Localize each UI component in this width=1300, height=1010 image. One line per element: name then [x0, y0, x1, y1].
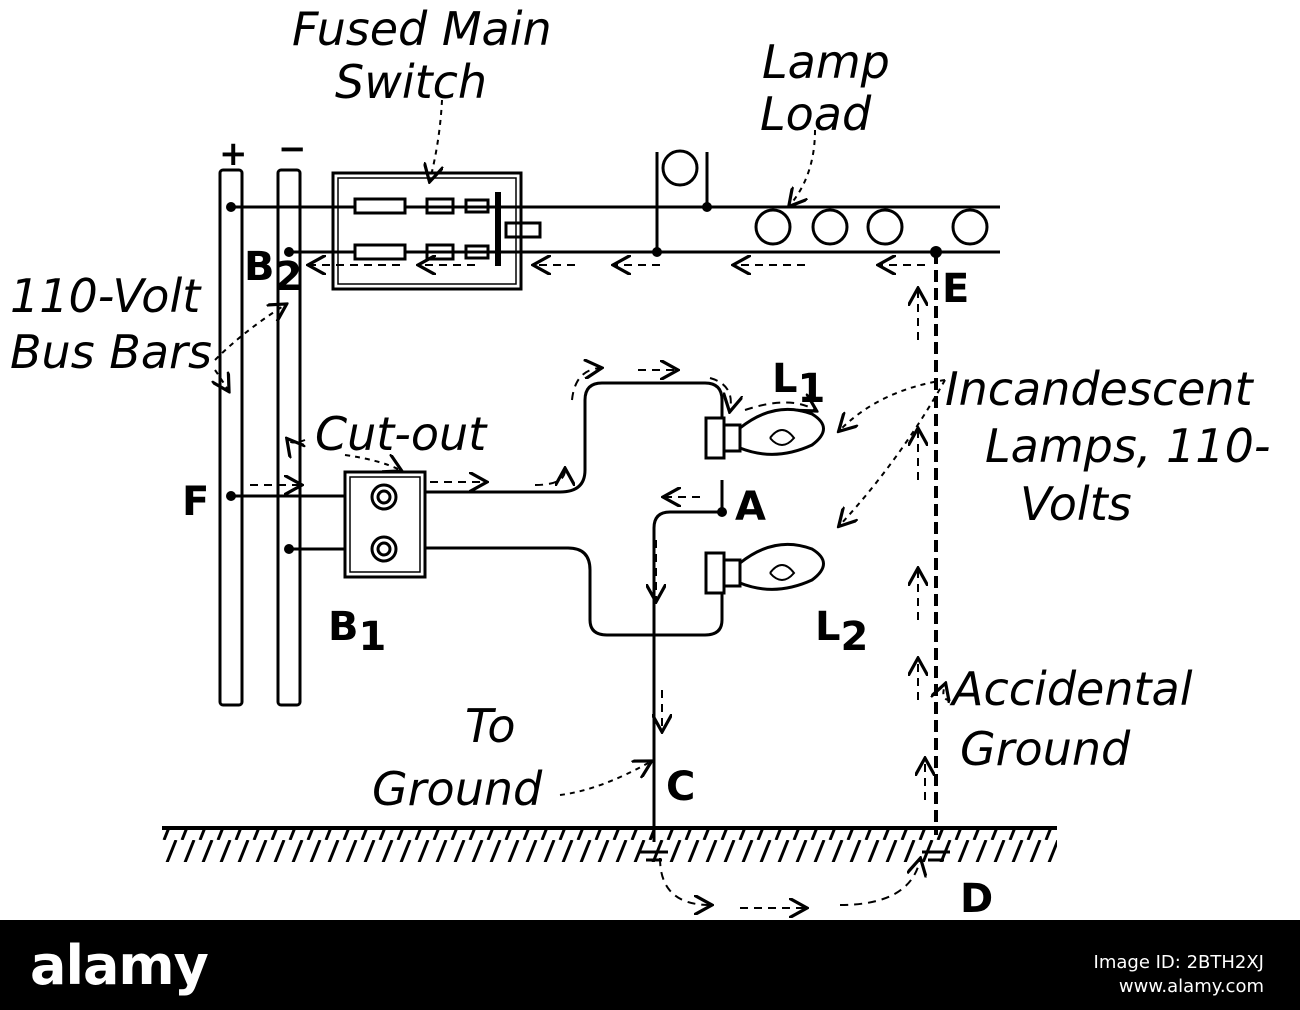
point-C-label: C	[666, 764, 695, 810]
lamp-L2-label: L2	[815, 604, 868, 660]
leader-lines	[215, 99, 950, 796]
plus-sign: +	[219, 134, 248, 174]
lamp-load-label-2: Load	[760, 87, 872, 141]
lamp-load-lamp	[951, 208, 989, 246]
lamp-load-lamp	[866, 208, 904, 246]
brand-logo: alamy	[30, 934, 209, 997]
watermark-footer: alamy Image ID: 2BTH2XJ www.alamy.com	[0, 920, 1300, 1010]
minus-sign: −	[278, 129, 307, 169]
lamp-L2	[704, 542, 825, 595]
incandescent-label-2: Lamps, 110-	[985, 419, 1270, 473]
incandescent-label-3: Volts	[1020, 477, 1132, 531]
point-E-label: E	[942, 266, 969, 312]
fused-main-label-2: Switch	[335, 55, 487, 109]
diagram-svg: Fused Main Switch Lamp Load 110-Volt Bus…	[10, 2, 1270, 922]
point-D-label: D	[960, 876, 993, 920]
fused-main-switch	[331, 171, 542, 291]
lamp-load-label-1: Lamp	[762, 35, 890, 89]
accidental-ground-label-2: Ground	[960, 722, 1131, 776]
current-flow-arrows	[250, 265, 925, 908]
positive-bus-bar	[218, 168, 244, 707]
cutout-label: Cut-out	[315, 407, 488, 461]
lamp-L1-label: L1	[772, 356, 825, 412]
bus-bars-label-2: Bus Bars	[10, 325, 212, 379]
incandescent-label-1: Incandescent	[945, 362, 1255, 416]
bus-bars-label-1: 110-Volt	[10, 269, 202, 323]
lamp-load-lamp	[754, 208, 792, 246]
lamp-load	[754, 208, 989, 246]
to-ground-label-2: Ground	[372, 762, 543, 816]
lamp-load-lamp	[811, 208, 849, 246]
website-text: www.alamy.com	[1118, 976, 1264, 997]
image-id-text: Image ID: 2BTH2XJ	[1093, 952, 1264, 973]
lamp-L1	[704, 407, 825, 460]
fused-main-label-1: Fused Main	[292, 2, 552, 56]
point-A-label: A	[735, 484, 766, 530]
cutout-box	[343, 470, 427, 579]
to-ground-label-1: To	[465, 699, 516, 753]
circuit-diagram: Fused Main Switch Lamp Load 110-Volt Bus…	[10, 2, 1271, 922]
bus-B2-label: B2	[244, 244, 302, 300]
ground-surface	[162, 826, 1057, 862]
meter-instrument	[655, 149, 709, 187]
bus-B1-label: B1	[328, 604, 386, 660]
accidental-ground-label-1: Accidental	[949, 662, 1193, 716]
point-F-label: F	[182, 479, 209, 525]
